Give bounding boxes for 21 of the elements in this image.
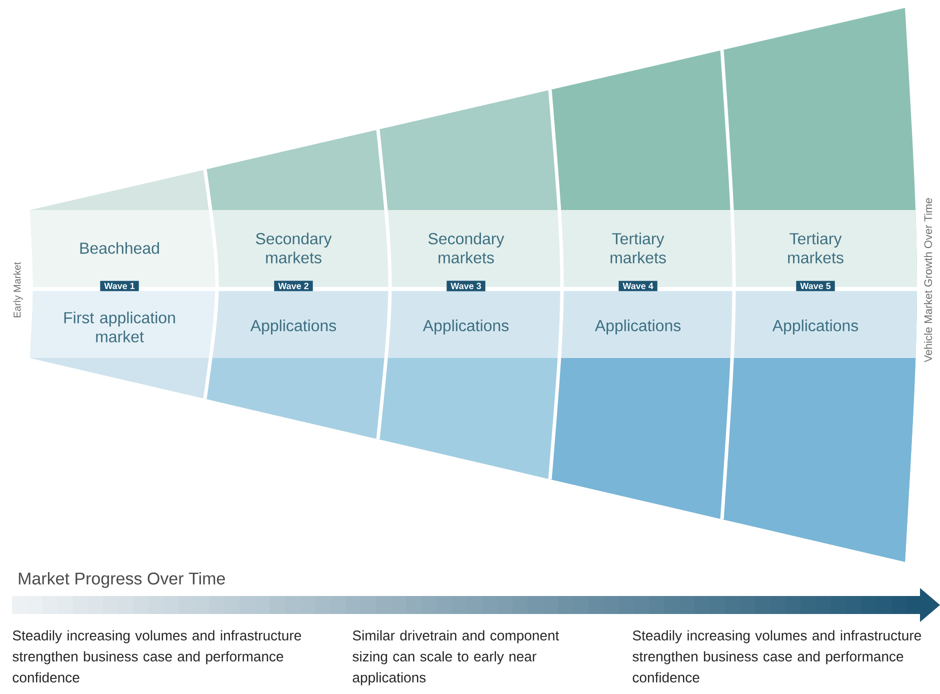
wave-badge: Wave 4 xyxy=(618,280,658,292)
market-label: Beachhead xyxy=(80,242,159,254)
wave-badge: Wave 3 xyxy=(446,280,486,292)
note-text: Steadily increasing volumes and infrastructure strengthen business case and performance confidence xyxy=(632,630,921,682)
wave-badge: Wave 5 xyxy=(796,280,835,292)
market-label: Tertiary markets xyxy=(788,232,844,264)
application-label: Applications xyxy=(250,320,336,334)
application-label: Applications xyxy=(422,320,509,334)
note-text: Similar drivetrain and component sizing can scale to early near applications xyxy=(352,630,560,686)
application-label: First application market xyxy=(64,312,175,342)
application-label: Applications xyxy=(594,320,681,334)
wave-badge: Wave 1 xyxy=(100,280,139,292)
market-label: Tertiary markets xyxy=(610,232,666,264)
market-label: Secondary markets xyxy=(256,232,332,264)
wave-badge: Wave 2 xyxy=(274,280,313,292)
note-text: Steadily increasing volumes and infrastructure strengthen business case and performance confidence xyxy=(12,630,301,682)
application-label: Applications xyxy=(772,320,858,334)
section-heading: Market Progress Over Time xyxy=(18,572,225,588)
market-label: Secondary markets xyxy=(428,232,504,264)
axis-label: Vehicle Market Growth Over Time xyxy=(924,198,932,362)
axis-label: Early Market xyxy=(13,262,23,318)
